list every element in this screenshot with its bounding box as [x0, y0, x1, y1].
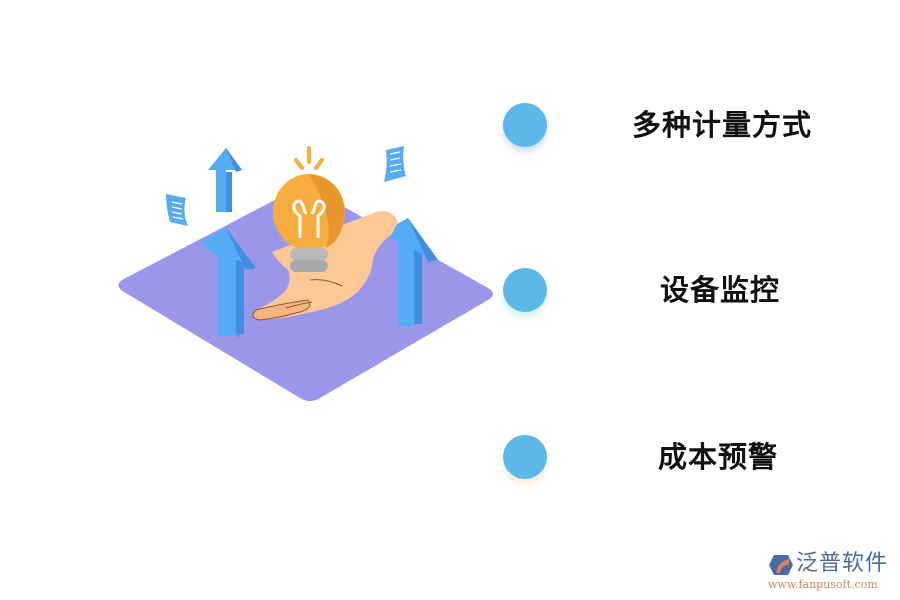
bullet-dot-icon: [503, 268, 547, 312]
feature-label: 设备监控: [660, 273, 781, 307]
feature-item: 设备监控: [500, 265, 860, 315]
logo-url: www.fanpusoft.com: [768, 578, 878, 591]
document-icon: [166, 194, 188, 226]
lightbulb-icon: [273, 146, 345, 272]
arrow-up-icon: [200, 228, 256, 338]
logo-mark-icon: [769, 555, 793, 575]
bullet-dot-icon: [503, 103, 547, 147]
brand-logo: 泛普软件 www.fanpusoft.com: [766, 550, 896, 595]
feature-label: 多种计量方式: [632, 108, 813, 142]
feature-item: 多种计量方式: [500, 100, 860, 150]
arrow-up-icon: [382, 218, 438, 326]
feature-label: 成本预警: [658, 440, 779, 474]
arrow-up-icon: [208, 148, 242, 212]
document-icon: [384, 146, 406, 182]
logo-name: 泛普软件: [796, 551, 889, 576]
lightbulb-hand-illustration: [118, 146, 493, 401]
feature-item: 成本预警: [500, 432, 860, 482]
bullet-dot-icon: [503, 435, 547, 479]
